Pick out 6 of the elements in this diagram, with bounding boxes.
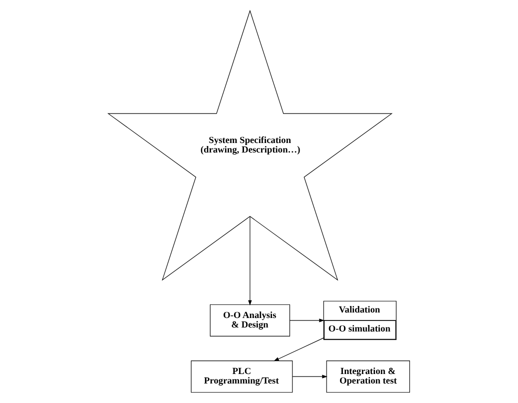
node-box: O-O Analysis & Design	[210, 304, 290, 336]
node-box: PLC Programming/Test	[190, 360, 293, 393]
arrow	[274, 338, 324, 362]
node-box: Integration & Operation test	[326, 360, 410, 393]
arrow	[290, 318, 324, 322]
arrow	[292, 374, 328, 378]
